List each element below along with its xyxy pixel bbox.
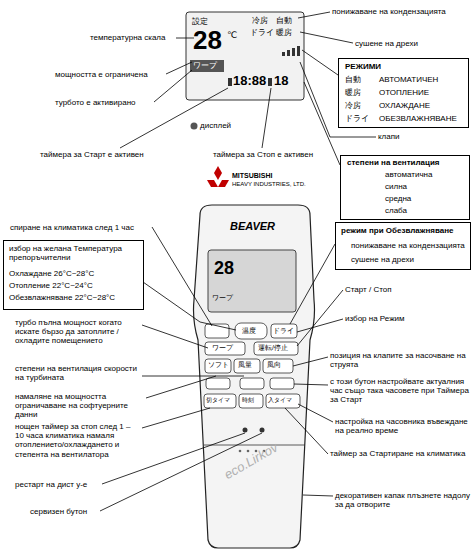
callout-label: настройка на часовника въвеждане на реал… [335,417,470,435]
lcd-text: 設定 [192,17,208,26]
callout-label: понижаване на кондензацията [332,7,446,16]
box-text: ドライ [345,114,369,123]
lcd-text: ℃ [227,30,237,40]
fan-level-box: степени на вентилация автоматична силна сре… [340,155,470,220]
callout-label: температурна скала [90,33,165,42]
box-text: силна [385,182,407,191]
box-text: средна [385,194,411,203]
button-label: 運転/停止 [258,344,288,352]
lcd-text: 自動 [276,16,292,25]
callout-label: декоративен капак плъзнете надолу за да … [335,491,470,509]
callout-label: дисплей [200,121,231,130]
button-label: ドライ [273,327,294,335]
lcd-text: ワープ [212,294,233,302]
box-text: ОБЕЗВЛАЖНЯВАНЕ [379,114,457,123]
display-button [191,123,198,130]
box-text: 冷房 [345,101,361,110]
callout-label: таймера за Стоп е активен [213,150,313,159]
box-text: автоматична [385,170,433,179]
remote-lcd [208,250,296,312]
box-text: понижаване на кондензацията [351,241,465,250]
box-text: ОТОПЛЕНИЕ [379,88,429,97]
mode-legend-box: РЕЖИМИ 自動 АВТОМАТИЧЕН 暖房 ОТОПЛЕНИЕ 冷房 ОХЛАЖДАН… [338,58,469,128]
button-label: 入タイマ [268,397,292,404]
box-heading: РЕЖИМИ [345,62,381,71]
display-panel [186,12,304,100]
lcd-digits: 18 [274,74,288,89]
callout-label: рестарт на дист у-е [15,480,87,489]
callout-label: сервизен бутон [30,507,87,516]
callout-label: нощен таймер за стоп след 1 – 10 часа кл… [15,422,140,459]
callout-label: степени на вентилация скорости на турбин… [15,364,140,382]
button-label: 時刻 [242,397,254,404]
box-text: 暖房 [345,88,361,97]
remote-body [194,205,315,548]
box-text: Обезвлажняване 22°C~28°C [9,293,115,302]
lcd-text: 冷房 [252,16,268,25]
callout-label: таймер за Стартиране на климатика [330,449,470,458]
lcd-text: ドライ [250,28,274,37]
lcd-digits: 18:88 [233,74,266,89]
button-label: 風量 [238,361,252,369]
button-label: 切タイマ [206,397,230,404]
box-text: ОХЛАЖДАНЕ [379,101,430,110]
box-text: АВТОМАТИЧЕН [379,75,438,84]
callout-label: Старт / Стоп [345,285,392,294]
callout-label: сушене на дрехи [355,39,418,48]
brand-name: HEAVY INDUSTRIES, LTD. [232,181,306,188]
callout-label: избор на Режим [345,314,405,323]
lcd-text: 暖房 [276,28,292,37]
button-label: ワープ [212,344,233,352]
lcd-digits: 28 [193,26,222,56]
callout-label: намаляне на мощността ограничаване на со… [15,392,145,420]
mitsubishi-logo [207,166,229,187]
box-text: 自動 [345,75,361,84]
box-heading: избор на желана Температура препоръчител… [9,244,139,262]
lcd-digits: 28 [214,258,234,279]
box-heading: режим при Обезвлажняване [341,226,453,235]
dehumidify-box: режим при Обезвлажняване понижаване на ко… [335,222,471,270]
brand-name: BEAVER [230,220,275,233]
box-text: Отопление 22°C~24°C [9,281,93,290]
remote-buttons [204,323,300,408]
box-text: сушене на дрехи [351,255,414,264]
button-label: ソフト [208,361,229,369]
callout-label: клапи [378,132,400,141]
turbo-indicator [190,60,224,72]
temperature-box: избор на желана Температура препоръчител… [3,240,144,310]
callout-label: турбо пълна мощност когато искате бързо … [15,318,140,346]
button-label: 風向 [267,361,281,369]
lcd-text: ワープ [193,61,217,70]
callout-label: спиране на климатика след 1 час [10,223,175,232]
button-label: 温度 [242,327,256,335]
callout-label: таймера за Старт е активен [40,150,144,159]
callout-label: с този бутон настройвате актуалния час с… [330,377,470,405]
callout-label: турбото е активирано [55,98,136,107]
box-heading: степени на вентилация [347,158,440,167]
brand-name: MITSUBISHI [232,172,272,180]
callout-label: позиция на клапите за насочване на струя… [330,351,470,369]
box-text: Охлаждане 26°C~28°C [9,269,94,278]
callout-label: мощността е ограничена [55,70,148,79]
box-text: слаба [385,206,407,215]
